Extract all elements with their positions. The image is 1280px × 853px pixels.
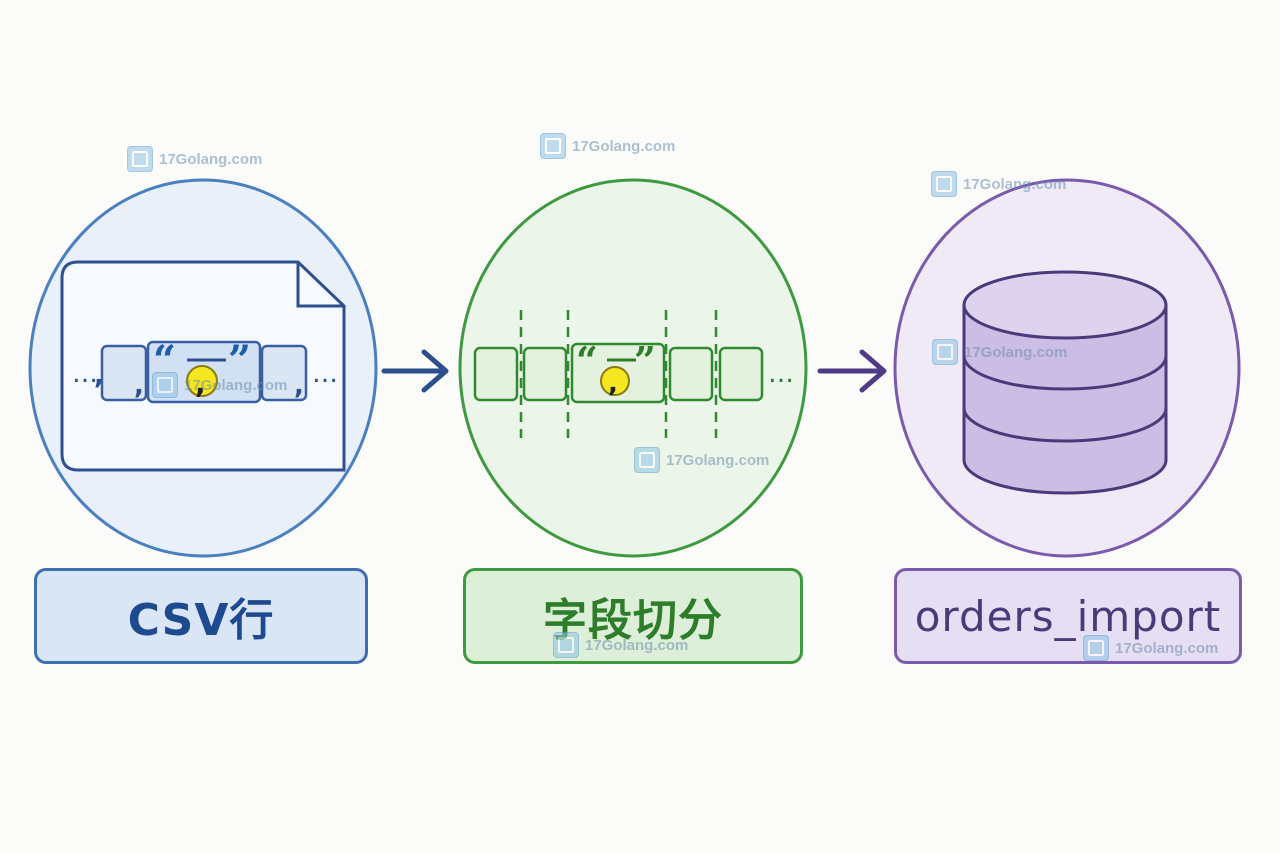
split-quoted-comma: , [608, 369, 618, 399]
csv-separator: , [294, 371, 304, 401]
arrow-right-icon [381, 349, 449, 393]
stage-split: “ ” , … [458, 178, 808, 558]
csv-close-quote: ” [228, 337, 251, 384]
database-cylinder-icon [962, 270, 1168, 495]
csv-separator: , [94, 361, 104, 391]
csv-open-quote: “ [153, 337, 176, 384]
csv-leading-dots: … [72, 359, 98, 389]
split-field-cells [473, 342, 764, 404]
csv-quoted-comma: , [195, 367, 206, 400]
csv-quoted-comma-highlight [186, 365, 218, 397]
stage-label-csv: CSV行 [34, 568, 368, 664]
split-close-quote: ” [634, 338, 656, 383]
stage-csv: … , , , … “ ” , [28, 178, 378, 558]
split-trailing-dots: … [768, 359, 794, 389]
split-quoted-comma-highlight [600, 366, 630, 396]
stage-label-split: 字段切分 [463, 568, 803, 664]
stage-label-table: orders_import [894, 568, 1242, 664]
arrow-right-icon [817, 349, 887, 393]
csv-separator: , [134, 371, 144, 401]
split-dividers [519, 310, 718, 438]
stage-table [893, 178, 1241, 558]
csv-trailing-dots: … [312, 359, 338, 389]
split-open-quote: “ [576, 338, 598, 383]
